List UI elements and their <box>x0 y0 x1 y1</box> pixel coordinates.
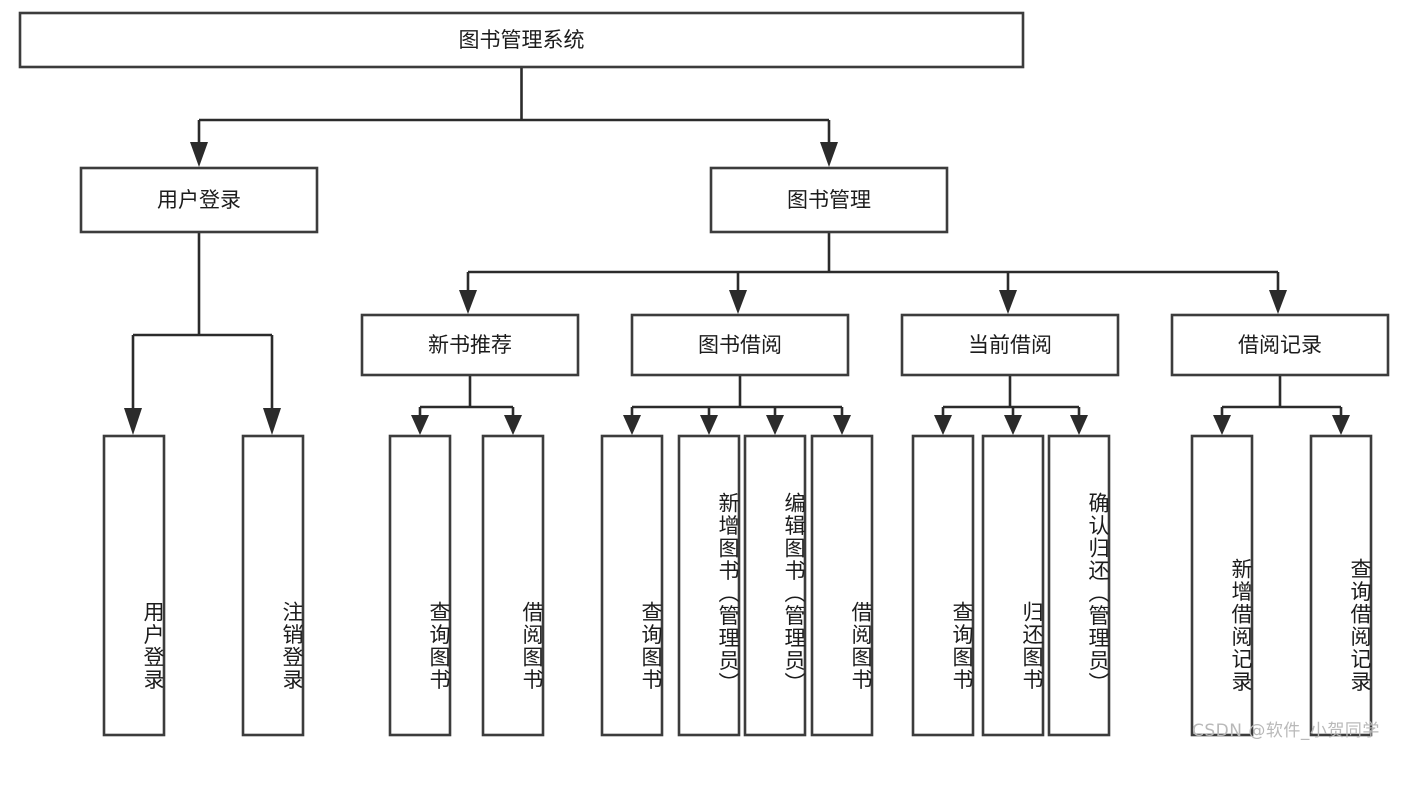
node-new-book-rec-box[interactable] <box>360 313 580 377</box>
node-user-login[interactable]: 用户登录 <box>79 166 319 234</box>
node-book-borrow-label: 图书借阅 <box>698 333 782 357</box>
arrow-head-borrow-record <box>1269 290 1287 314</box>
connector-group-borrow-record <box>1213 375 1350 435</box>
node-current-borrow-box[interactable] <box>900 313 1120 377</box>
node-leaf-borrow-book-2-box[interactable] <box>810 434 874 737</box>
csdn-watermark: CSDN @软件_小贺同学 <box>1192 721 1380 741</box>
connector-group-book-manage <box>459 232 1287 314</box>
arrow-head-leaf-query-book-1 <box>411 415 429 435</box>
arrow-head-leaf-add-record <box>1213 415 1231 435</box>
diagram-canvas: 图书管理系统 用户登录 图书管理 新书推荐 图书借阅 当前借阅 借阅记录 <box>18 11 1390 741</box>
node-leaf-query-book-3-box[interactable] <box>911 434 975 737</box>
node-leaf-query-record-box[interactable] <box>1309 434 1373 737</box>
node-leaf-query-book-2-box[interactable] <box>600 434 664 737</box>
node-book-manage[interactable]: 图书管理 <box>709 166 949 234</box>
node-leaf-user-login-box[interactable] <box>102 434 166 737</box>
node-root-box[interactable] <box>18 11 1025 69</box>
arrow-head-leaf-logout <box>263 408 281 435</box>
arrow-head-leaf-add-book <box>700 415 718 435</box>
node-leaf-return-book-box[interactable] <box>981 434 1045 737</box>
node-user-login-label: 用户登录 <box>157 188 241 212</box>
node-book-manage-box[interactable] <box>709 166 949 234</box>
connector-group-book-borrow <box>623 375 851 435</box>
node-leaf-add-book-box[interactable] <box>677 434 741 737</box>
arrow-head-leaf-query-book-2 <box>623 415 641 435</box>
arrow-head-leaf-return-book <box>1004 415 1022 435</box>
arrow-head-user-login <box>190 142 208 167</box>
arrow-head-leaf-edit-book <box>766 415 784 435</box>
arrow-head-leaf-confirm-return <box>1070 415 1088 435</box>
flowchart-svg: 图书管理系统 用户登录 图书管理 新书推荐 图书借阅 当前借阅 借阅记录 <box>18 11 1390 737</box>
node-borrow-record-label: 借阅记录 <box>1238 333 1322 357</box>
node-new-book-rec-label: 新书推荐 <box>428 333 512 357</box>
node-leaf-query-book-1-box[interactable] <box>388 434 452 737</box>
arrow-head-book-borrow <box>729 290 747 314</box>
node-root-label: 图书管理系统 <box>459 28 585 52</box>
node-new-book-rec[interactable]: 新书推荐 <box>360 313 580 377</box>
node-leaf-add-record-box[interactable] <box>1190 434 1254 737</box>
connector-group-new-book-rec <box>411 375 522 435</box>
leaf-boxes <box>102 434 1373 737</box>
arrow-head-leaf-query-book-3 <box>934 415 952 435</box>
node-borrow-record[interactable]: 借阅记录 <box>1170 313 1390 377</box>
node-current-borrow-label: 当前借阅 <box>968 333 1052 357</box>
node-leaf-confirm-return-box[interactable] <box>1047 434 1111 737</box>
node-current-borrow[interactable]: 当前借阅 <box>900 313 1120 377</box>
node-book-borrow[interactable]: 图书借阅 <box>630 313 850 377</box>
node-leaf-edit-book-box[interactable] <box>743 434 807 737</box>
node-root[interactable]: 图书管理系统 <box>18 11 1025 69</box>
connector-group-current-borrow <box>934 375 1088 435</box>
node-leaf-logout-box[interactable] <box>241 434 305 737</box>
arrow-head-leaf-borrow-book-2 <box>833 415 851 435</box>
arrow-head-leaf-query-record <box>1332 415 1350 435</box>
node-book-manage-label: 图书管理 <box>787 188 871 212</box>
arrow-head-leaf-borrow-book-1 <box>504 415 522 435</box>
arrow-head-leaf-user-login <box>124 408 142 435</box>
node-leaf-borrow-book-1-box[interactable] <box>481 434 545 737</box>
node-borrow-record-box[interactable] <box>1170 313 1390 377</box>
connector-group-root <box>190 67 838 167</box>
arrow-head-book-manage <box>820 142 838 167</box>
node-book-borrow-box[interactable] <box>630 313 850 377</box>
arrow-head-new-book-rec <box>459 290 477 314</box>
arrow-head-current-borrow <box>999 290 1017 314</box>
node-user-login-box[interactable] <box>79 166 319 234</box>
connector-group-user-login <box>124 232 281 435</box>
